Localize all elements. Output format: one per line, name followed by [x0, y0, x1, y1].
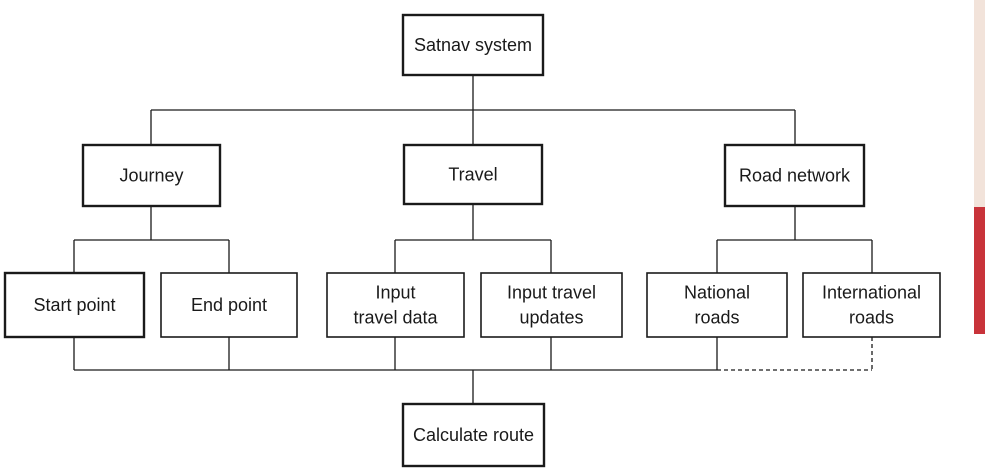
node-travel: Travel [402, 143, 544, 206]
node-input-travel-updates: Input travel updates [480, 272, 623, 338]
node-box [401, 13, 545, 77]
node-label: National [684, 283, 750, 303]
node-label: roads [849, 308, 894, 328]
node-label: Input [375, 283, 415, 303]
node-box [723, 143, 866, 208]
node-label: Start point [33, 295, 115, 315]
side-bar-light [974, 0, 985, 207]
node-label: Calculate route [413, 425, 534, 445]
node-international-roads: International roads [802, 272, 941, 338]
node-input-travel-data: Input travel data [326, 272, 465, 338]
node-label: End point [191, 295, 267, 315]
node-start-point: Start point [3, 271, 146, 339]
node-box [480, 272, 623, 338]
node-label: Input travel [507, 283, 596, 303]
node-label: Satnav system [414, 35, 532, 55]
node-box [402, 143, 544, 206]
node-box [401, 402, 546, 468]
node-satnav-system: Satnav system [401, 13, 545, 77]
node-national-roads: National roads [646, 272, 788, 338]
node-box [3, 271, 146, 339]
node-calculate-route: Calculate route [401, 402, 546, 468]
node-label: updates [519, 308, 583, 328]
node-box [160, 272, 298, 338]
node-label: Road network [739, 166, 851, 186]
node-label: International [822, 283, 921, 303]
node-box [81, 143, 222, 208]
node-label: Travel [448, 165, 497, 185]
node-box [326, 272, 465, 338]
connector-lines [73, 75, 873, 404]
node-box [646, 272, 788, 338]
node-journey: Journey [81, 143, 222, 208]
node-label: roads [694, 308, 739, 328]
node-road-network: Road network [723, 143, 866, 208]
node-label: Journey [119, 166, 183, 186]
side-bar-accent [974, 207, 985, 334]
node-end-point: End point [160, 272, 298, 338]
node-label: travel data [353, 308, 438, 328]
node-box [802, 272, 941, 338]
